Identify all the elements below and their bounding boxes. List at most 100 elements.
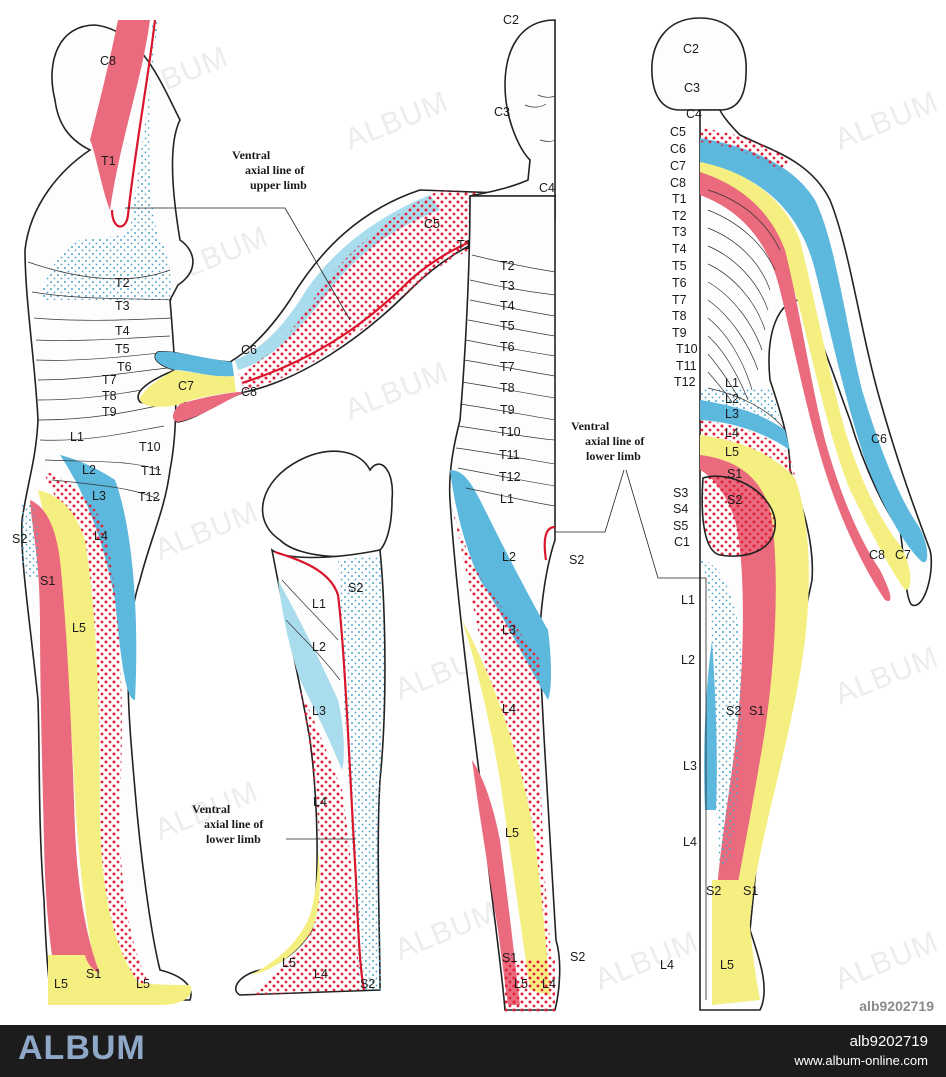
leg-red-dots-l4 [250, 690, 360, 995]
side-label: L5 [54, 977, 68, 991]
front-label: L4 [542, 977, 556, 991]
leg-label: L4 [314, 967, 328, 981]
lower-front-axial-leader [555, 469, 625, 533]
side-label: L4 [94, 529, 108, 543]
side-foot-yellow [48, 955, 192, 1005]
front-label: T11 [499, 448, 520, 462]
back-label: C7 [670, 159, 686, 173]
back-label: C7 [895, 548, 911, 562]
leg-label: L4 [313, 795, 327, 809]
watermark-text: ALBUM [830, 640, 943, 711]
caption-line: Ventral [571, 419, 610, 433]
watermark-text: ALBUM [830, 925, 943, 996]
front-label: T5 [500, 319, 515, 333]
side-label: T5 [115, 342, 130, 356]
watermark-text: ALBUM [830, 85, 943, 156]
front-foot-red-dots [505, 960, 555, 1012]
figure-front-view: C2 C3 C4 T2 T3 T4 T5 T6 T7 T8 T9 T10 T11… [448, 13, 585, 1012]
front-label: L2 [502, 550, 516, 564]
side-label: T1 [101, 154, 116, 168]
back-label: C8 [869, 548, 885, 562]
brand-logo[interactable]: ALBUM [18, 1029, 146, 1067]
upper-axial-leader [125, 207, 351, 321]
watermark-text: ALBUM [150, 495, 263, 566]
back-label: T9 [672, 326, 687, 340]
caption-line: lower limb [206, 832, 261, 846]
side-label: T8 [102, 389, 117, 403]
back-label: T8 [672, 309, 687, 323]
caption-line: lower limb [586, 449, 641, 463]
front-label: T12 [499, 470, 521, 484]
back-label: S3 [673, 486, 688, 500]
front-label: T8 [500, 381, 515, 395]
image-reference: alb9202719 [849, 1033, 928, 1050]
side-label: S1 [86, 967, 101, 981]
front-label: T9 [500, 403, 515, 417]
front-label: S1 [502, 951, 517, 965]
back-label: L3 [683, 759, 697, 773]
back-label: T1 [672, 192, 687, 206]
side-label: T3 [115, 299, 130, 313]
back-label: L3 [725, 407, 739, 421]
front-label: T6 [500, 340, 515, 354]
back-label: T2 [672, 209, 687, 223]
back-label: C3 [684, 81, 700, 95]
side-label: T12 [138, 490, 160, 504]
side-t1-dots [41, 20, 171, 300]
back-foot-yellow [712, 880, 760, 1005]
caption-line: Ventral [192, 802, 231, 816]
back-dermatome-lines [707, 189, 786, 431]
front-label: L3 [502, 623, 516, 637]
front-axial-line-lower [543, 525, 556, 561]
arm-label: T1 [457, 238, 472, 252]
back-c8-pink [700, 172, 891, 601]
back-l3-blue [700, 400, 790, 450]
arm-label: C7 [178, 379, 194, 393]
front-label: S2 [569, 553, 584, 567]
side-label: L1 [70, 430, 84, 444]
side-axial-line [110, 19, 157, 228]
leg-label: L2 [312, 640, 326, 654]
back-c6-blue [700, 138, 928, 563]
back-head-outline [651, 17, 747, 111]
back-l3-blue-lower [704, 640, 717, 810]
arm-labels: C5 T1 C6 C7 C8 [178, 217, 472, 399]
arm-label: C6 [241, 343, 257, 357]
arm-label: C5 [424, 217, 440, 231]
arm-hand-blue [155, 351, 234, 377]
leg-label: L5 [282, 956, 296, 970]
back-label: S5 [673, 519, 688, 533]
front-label: T3 [500, 279, 515, 293]
figure-back-view: C2 C3 C4 C5 C6 C7 C8 T1 T2 T3 T4 T5 T6 T… [625, 17, 933, 1011]
watermark-text: ALBUM [390, 895, 503, 966]
arm-hand-pink [172, 392, 245, 422]
side-blue-l3 [60, 455, 137, 700]
back-l5-yellow [700, 435, 809, 1000]
leg-buttock-outline [261, 450, 394, 558]
front-pink-s1 [472, 760, 520, 1005]
front-label: C3 [494, 105, 510, 119]
leg-labels: S2 L1 L2 L3 L4 L5 L4 S2 [282, 581, 375, 991]
front-yellow-l4 [462, 620, 550, 995]
leg-label: L1 [312, 597, 326, 611]
side-c8-band [90, 20, 150, 210]
front-label: T2 [500, 259, 515, 273]
back-label: T12 [674, 375, 696, 389]
side-label: T4 [115, 324, 130, 338]
back-label: C5 [670, 125, 686, 139]
back-label: C4 [686, 107, 702, 121]
back-label: S2 [726, 704, 741, 718]
image-canvas: ALBUM ALBUM ALBUM ALBUM ALBUM ALBUM ALBU… [12, 13, 944, 1014]
back-lower-axial-leader [625, 469, 707, 1000]
back-label: S2 [706, 884, 721, 898]
back-label: T11 [676, 359, 697, 373]
front-label: C4 [539, 181, 555, 195]
front-labels: C2 C3 C4 T2 T3 T4 T5 T6 T7 T8 T9 T10 T11… [494, 13, 585, 991]
side-s2-patch [20, 505, 39, 580]
leg-axial-line [274, 550, 366, 991]
back-buttock-outline [701, 475, 776, 557]
leg-blue-l3 [278, 580, 344, 770]
site-link[interactable]: www.album-online.com [794, 1053, 928, 1068]
back-label: T10 [676, 342, 698, 356]
leg-label: L3 [312, 704, 326, 718]
